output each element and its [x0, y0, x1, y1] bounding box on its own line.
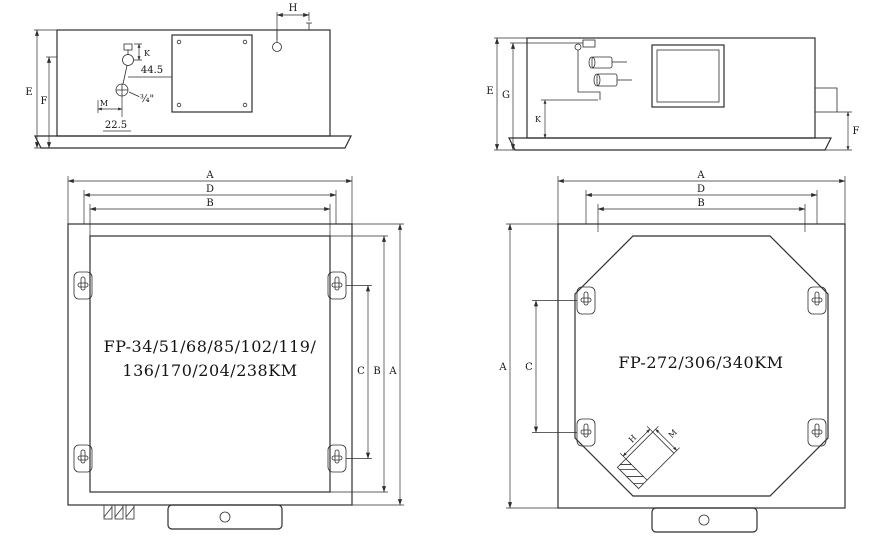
dim-label-d: D: [697, 184, 705, 195]
dim-b-top: B: [89, 197, 331, 236]
hanger-bracket: [327, 444, 347, 473]
dim-f: F: [39, 56, 57, 149]
air-vent-slots: [103, 504, 135, 520]
unit-body: [56, 29, 331, 137]
dim-label-c: C: [357, 366, 365, 377]
dim-d-top: D: [83, 183, 337, 224]
dim-label-a: A: [205, 170, 214, 181]
dim-m: M: [97, 96, 123, 117]
dim-g: G: [501, 42, 583, 151]
dim-label-e: E: [25, 87, 32, 98]
dim-label-m: M: [100, 99, 108, 108]
dim-label-h: H: [289, 3, 298, 14]
dim-label-c: C: [525, 362, 533, 373]
plan-view-large-unit: A D B A C: [497, 169, 846, 533]
dim-label-f: F: [41, 96, 48, 107]
dim-label-g: G: [502, 90, 510, 101]
hanger-bracket: [576, 286, 596, 315]
dim-k: K: [134, 43, 152, 61]
dim-label-f: F: [853, 126, 860, 137]
dim-label-a: A: [696, 170, 705, 181]
dim-f: F: [825, 111, 861, 151]
junction-box: [167, 504, 283, 530]
duct-flange: [814, 87, 838, 113]
junction-box: [651, 507, 758, 533]
dim-label-b: B: [697, 198, 704, 209]
dim-label-e: E: [486, 86, 493, 97]
dim-d-top: D: [585, 183, 818, 224]
body-outline-octagon: [574, 235, 829, 497]
electrical-box: [171, 34, 253, 113]
unit-body: [526, 37, 816, 139]
dim-k: K: [534, 99, 598, 139]
dim-label-a: A: [388, 366, 397, 377]
model-name: FP-272/306/340KM: [618, 353, 783, 372]
body-outline: [89, 235, 331, 493]
plan-view-small-unit: A D B C B A: [67, 169, 404, 530]
dim-h: H: [619, 426, 653, 460]
side-view-large-unit: E G K F: [485, 37, 861, 151]
hanger-bracket: [327, 271, 347, 300]
dim-c-side: C: [524, 300, 577, 433]
inspection-window: [651, 44, 725, 108]
dim-label-b: B: [373, 366, 380, 377]
dim-a-top: A: [557, 169, 846, 224]
dim-22-5: 22.5: [103, 119, 131, 132]
dim-label-k: K: [535, 115, 542, 124]
dim-label-a: A: [498, 362, 507, 373]
dim-label-k: K: [144, 49, 151, 58]
model-name-line2: 136/170/204/238KM: [122, 361, 297, 380]
dim-b-side: B: [330, 235, 388, 493]
dim-a-side: A: [352, 223, 404, 506]
dim-label-22-5: 22.5: [105, 120, 127, 131]
side-view-small-unit: H E F K M 44.5: [24, 2, 352, 149]
dim-a-top: A: [67, 169, 353, 224]
dim-e: E: [24, 29, 57, 149]
pipe-size-label: ¾": [140, 94, 154, 105]
ceiling-panel: [508, 137, 832, 151]
dim-c-side: C: [346, 285, 372, 459]
pipe-connections: [574, 39, 632, 100]
hanger-bracket: [807, 286, 827, 315]
drain-pump-detail: [115, 43, 134, 97]
dim-label-44-5: 44.5: [141, 65, 163, 76]
dim-label-d: D: [206, 184, 214, 195]
dim-label-b: B: [206, 198, 213, 209]
dim-a-side: A: [497, 223, 558, 509]
pipe-connection-box: H M: [616, 426, 680, 490]
top-pipe-fitting: [272, 22, 312, 52]
dim-h: H: [276, 2, 310, 40]
model-name-line1: FP-34/51/68/85/102/119/: [104, 337, 317, 356]
hanger-bracket: [73, 444, 93, 473]
dim-b-top: B: [597, 197, 806, 232]
pipe-size-callout: ¾": [128, 91, 155, 106]
dim-label-m: M: [667, 428, 679, 440]
ceiling-panel: [34, 135, 352, 149]
hatch-pattern: [619, 464, 644, 485]
dim-44-5: 44.5: [128, 64, 172, 78]
hanger-bracket: [73, 271, 93, 300]
